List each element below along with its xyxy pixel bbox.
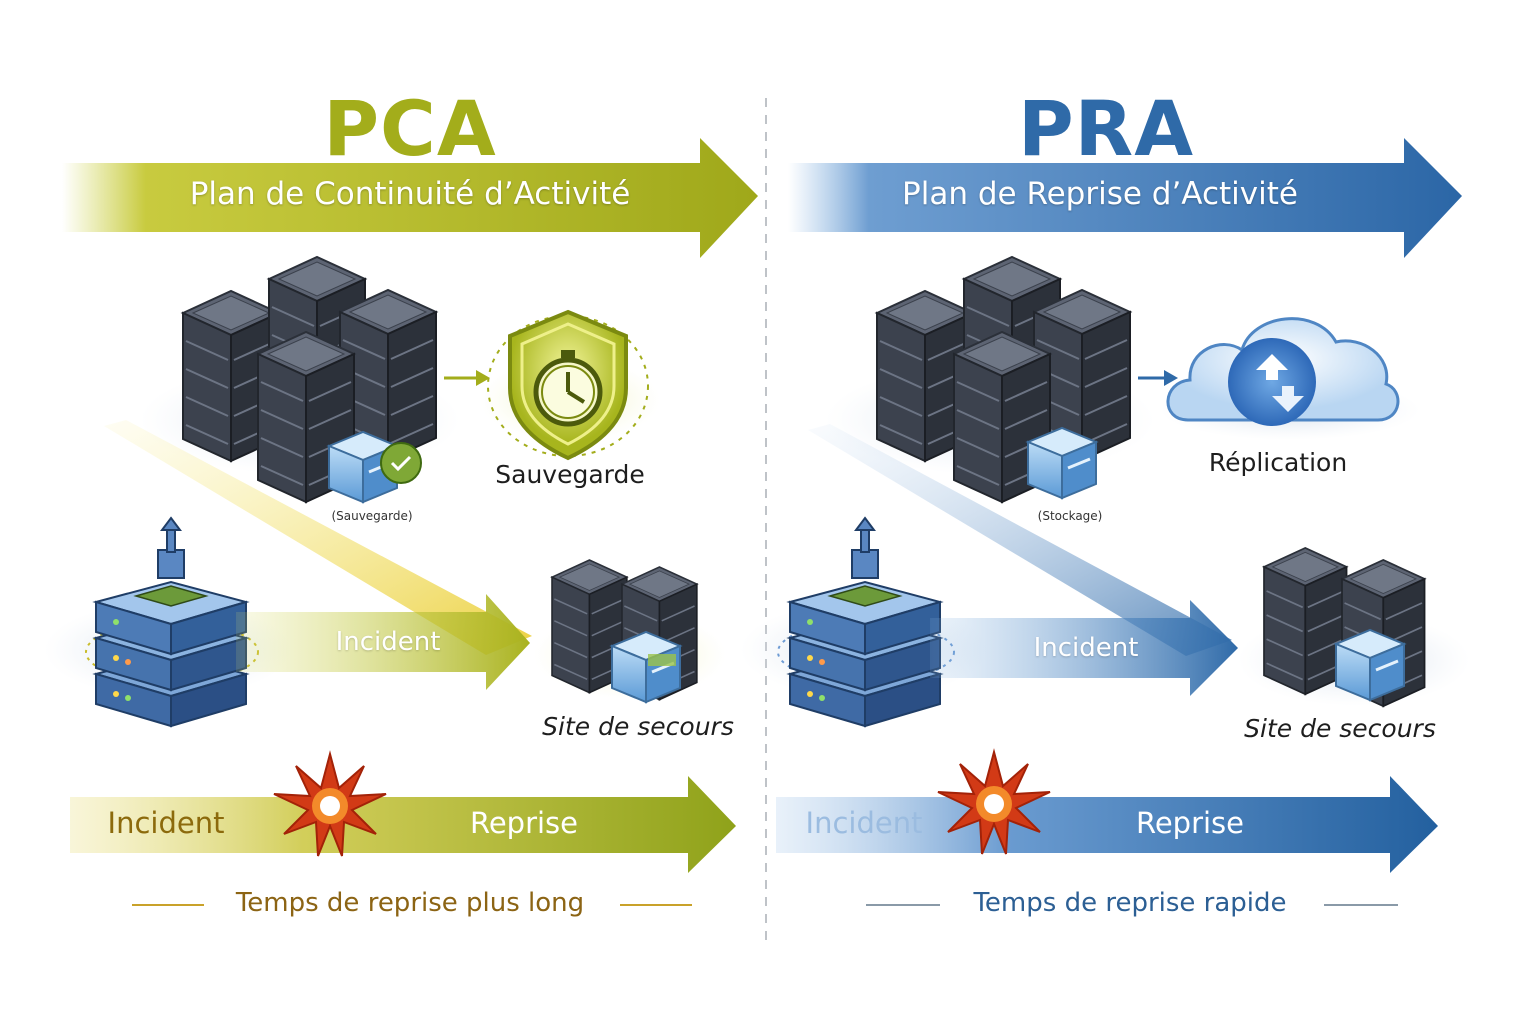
pra-timeline-end: Reprise [1135,806,1245,840]
check-badge-icon [380,442,422,484]
pca-backup-label: Sauvegarde [495,460,645,489]
pra-title: PRA [1017,84,1195,173]
pca-storage-caption: (Sauvegarde) [331,509,413,523]
pca-incident-beam [104,420,532,655]
pra-replication-label: Réplication [1208,448,1348,477]
server-rack-icon [1263,547,1348,696]
pra-backup-site-label: Site de secours [1244,714,1436,743]
pca-title: PCA [323,84,497,173]
pca-subtitle: Plan de Continuité d’Activité [189,176,631,212]
shield-clock-icon [487,309,649,461]
pca-incident-arrow [236,594,530,690]
pra-timeline-arrow [776,776,1438,873]
datacenter-stack-icon [789,517,941,727]
pra-banner-arrow [788,138,1462,258]
cloud-sync-icon [1160,317,1420,440]
pra-storage-caption: (Stockage) [1037,509,1103,523]
pra-incident-arrow [930,600,1238,696]
pca-timeline-end: Reprise [469,806,579,840]
pca-timeline-arrow [70,776,736,873]
pca-timeline-start: Incident [107,806,225,840]
storage-box-icon [1026,426,1098,500]
pra-incident-beam [808,424,1232,656]
pra-timeline-start: Incident [805,806,923,840]
pca-recovery-time: Temps de reprise plus long [235,888,585,918]
pca-backup-site-label: Site de secours [542,712,734,741]
datacenter-stack-icon [95,517,247,727]
pra-recovery-time: Temps de reprise rapide [973,888,1287,918]
pra-incident-arrow-label: Incident [1033,633,1139,663]
pra-subtitle: Plan de Reprise d’Activité [902,176,1298,212]
storage-box-icon [1334,628,1406,702]
pca-incident-arrow-label: Incident [335,627,441,657]
storage-box-icon [610,630,682,704]
pca-banner-arrow [62,138,758,258]
